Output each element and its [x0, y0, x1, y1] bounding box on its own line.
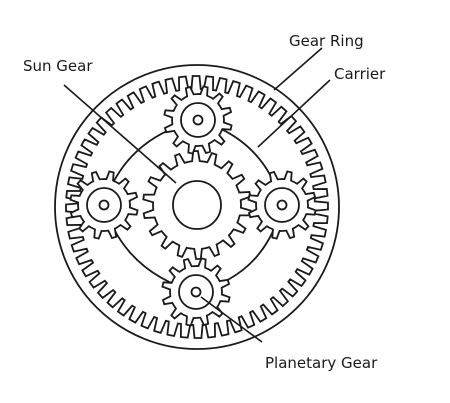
planet-gear-left: [69, 170, 139, 240]
planet-gear-hub: [86, 187, 122, 223]
sun-gear-bore: [172, 180, 222, 230]
planet-gear-pin: [192, 114, 204, 126]
planet-gear-hub: [264, 187, 300, 223]
sun-gear-leader: [63, 84, 177, 184]
sun-gear-label: Sun Gear: [23, 57, 93, 75]
carrier-leader: [257, 79, 331, 148]
planet-gears: [69, 85, 317, 327]
planet-gear-pin: [276, 199, 288, 211]
planet-gear-hub: [180, 102, 216, 138]
outer-housing: [54, 64, 340, 350]
planet-gear-teeth: [247, 170, 317, 240]
planet-gear-teeth: [163, 85, 233, 155]
carrier-label: Carrier: [334, 65, 386, 83]
planet-gear-right: [247, 170, 317, 240]
planet-gear-teeth: [161, 257, 231, 327]
gear-ring-label: Gear Ring: [289, 32, 364, 50]
planet-gear-top: [163, 85, 233, 155]
planet-gear-teeth: [69, 170, 139, 240]
planetary-gear-label: Planetary Gear: [265, 354, 378, 372]
planetary-gear-leader: [200, 296, 263, 343]
leader-lines: [63, 47, 331, 343]
planet-gear-bottom: [161, 257, 231, 327]
planet-gear-hub: [178, 274, 214, 310]
gear-mechanism: [54, 64, 340, 350]
planet-gear-pin: [190, 286, 202, 298]
planet-gear-pin: [98, 199, 110, 211]
gear-ring-leader: [273, 47, 323, 91]
